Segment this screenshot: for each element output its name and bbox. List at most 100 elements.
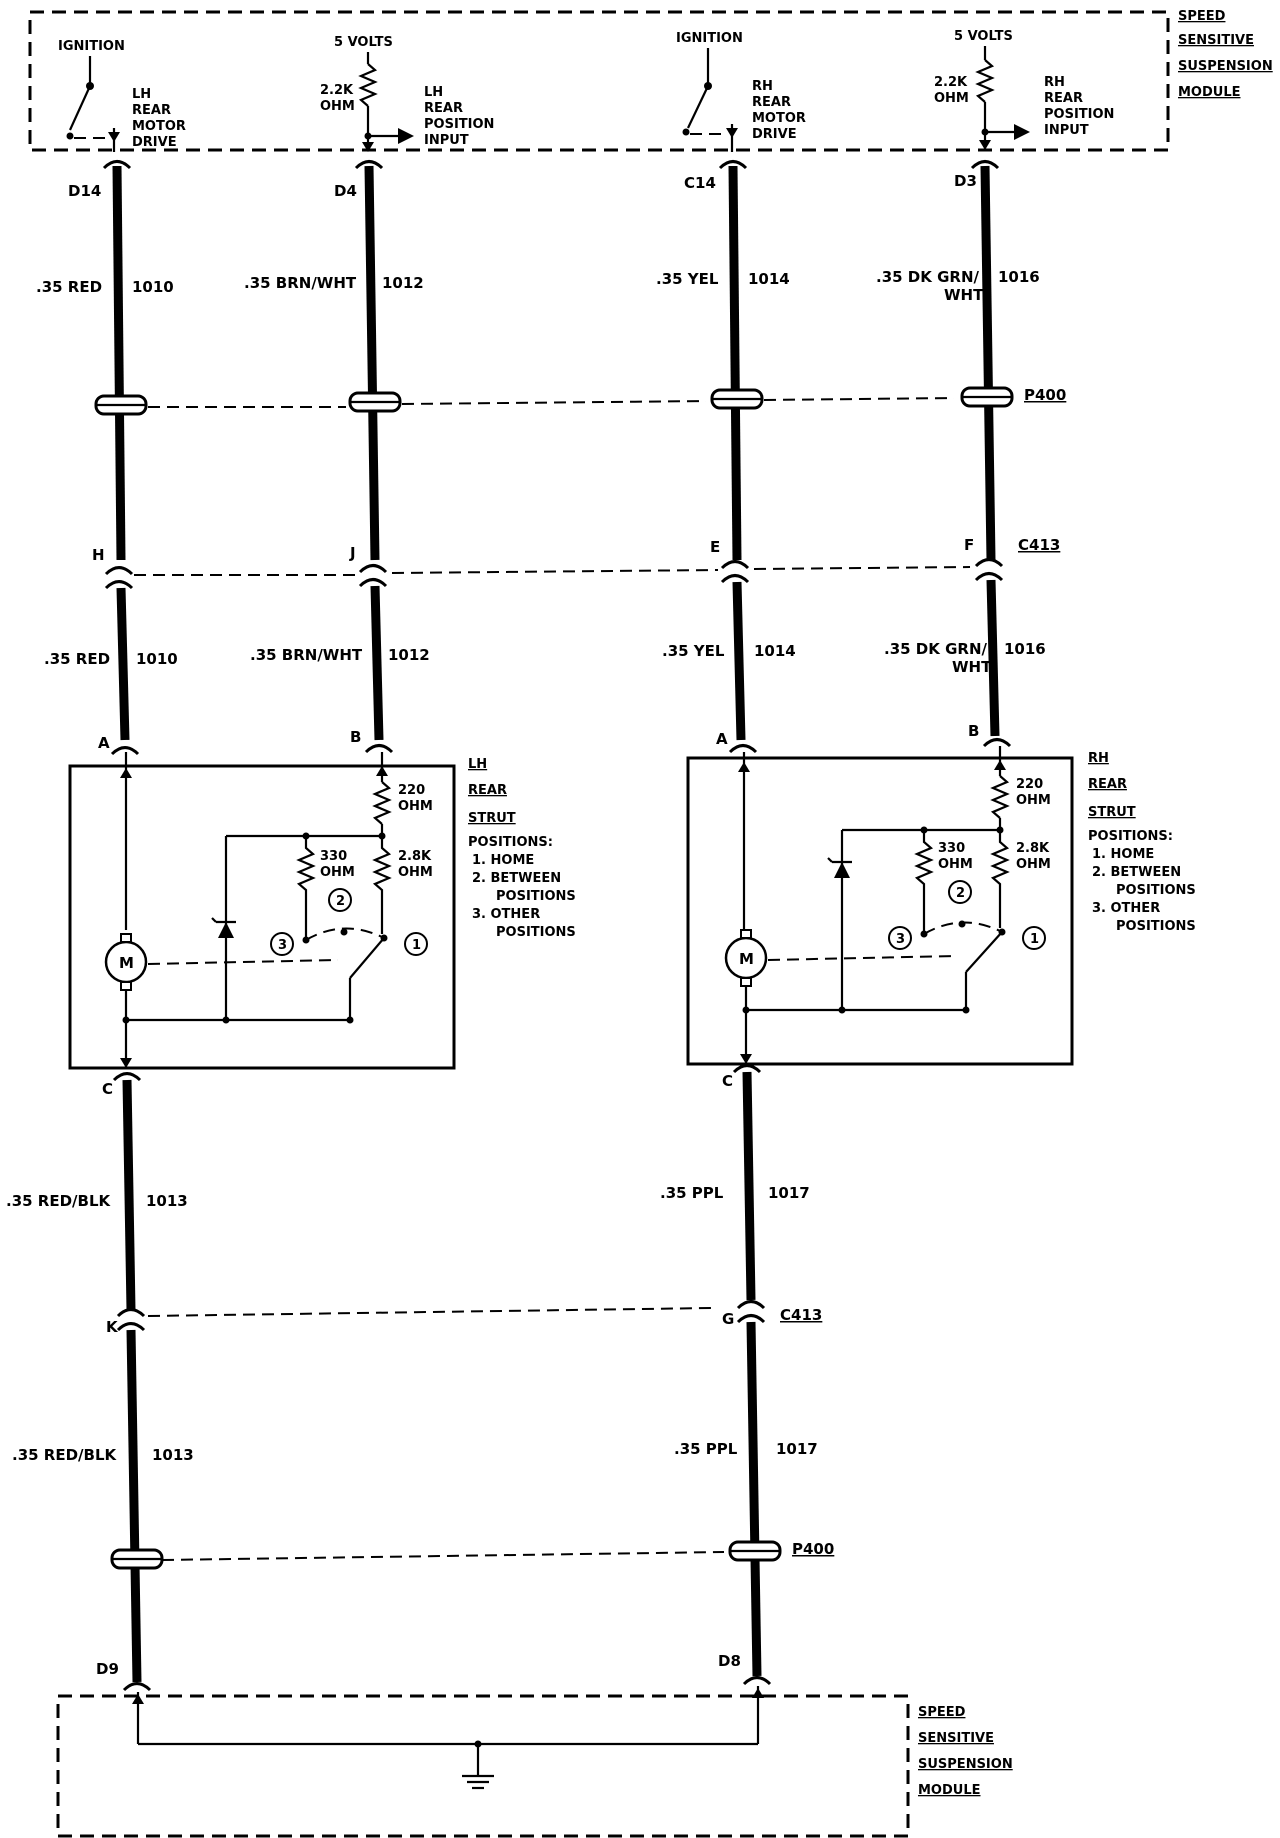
wire-1012-upper	[364, 165, 380, 561]
position-marker-1: 1	[404, 932, 428, 956]
lh-ignition-label: IGNITION	[58, 39, 125, 54]
svg-text:H: H	[92, 546, 105, 564]
rh-strut-title: RH REAR STRUT POSITIONS: 1. HOME 2. BETW…	[1088, 751, 1196, 934]
svg-text:D4: D4	[334, 182, 357, 200]
arrow-right-icon	[1014, 124, 1030, 140]
c413-top-label: C413	[1018, 536, 1060, 554]
wire-1010-lower	[116, 587, 130, 741]
wire-label-1013-upper: .35 RED/BLK 1013	[6, 1192, 188, 1210]
bottom-module-boundary	[56, 1694, 910, 1838]
arrow-right-icon	[398, 128, 414, 144]
resistor-icon	[296, 836, 316, 940]
svg-text:G: G	[722, 1310, 734, 1328]
wire-1014-upper	[728, 165, 742, 561]
zener-diode-icon	[211, 917, 236, 938]
svg-text:F: F	[964, 536, 974, 554]
svg-text:POSITIONS: POSITIONS	[1116, 919, 1196, 934]
c413-bottom-label: C413	[780, 1306, 822, 1324]
arrow-down-icon	[979, 140, 991, 150]
connector-c14: C14	[684, 160, 748, 192]
svg-text:.35 PPL: .35 PPL	[660, 1184, 724, 1202]
svg-text:POSITIONS:: POSITIONS:	[1088, 829, 1173, 844]
connector-p400-bottom: P400	[110, 1540, 834, 1570]
connector-p400-top: P400	[94, 386, 1066, 416]
lh-ignition-switch: IGNITION	[58, 39, 125, 152]
svg-text:A: A	[98, 734, 110, 752]
wire-1016-lower	[986, 579, 1000, 737]
svg-text:OHM: OHM	[320, 99, 355, 114]
bottom-module-internals	[132, 1686, 764, 1790]
wire-label-1012-lower: .35 BRN/WHT 1012	[250, 646, 430, 664]
svg-text:A: A	[716, 730, 728, 748]
svg-text:OHM: OHM	[320, 865, 355, 880]
svg-text:B: B	[350, 728, 361, 746]
svg-text:1010: 1010	[132, 278, 174, 296]
wire-1016-upper	[980, 165, 996, 561]
wire-1013-upper	[122, 1079, 136, 1311]
connector-d9: D9	[96, 1660, 152, 1692]
position-marker-3: 3	[270, 932, 294, 956]
svg-text:OHM: OHM	[398, 799, 433, 814]
svg-text:RH: RH	[1044, 75, 1065, 90]
svg-text:1013: 1013	[146, 1192, 188, 1210]
connector-d14: D14	[68, 160, 132, 200]
svg-text:1014: 1014	[754, 642, 796, 660]
svg-text:.35 PPL: .35 PPL	[674, 1440, 738, 1458]
resistor-icon	[372, 836, 392, 934]
bottom-module-title: SPEED SENSITIVE SUSPENSION MODULE	[918, 1705, 1013, 1798]
resistor-icon	[914, 830, 934, 934]
module-title-line: MODULE	[1178, 85, 1241, 100]
resistor-icon	[372, 781, 392, 825]
svg-text:OHM: OHM	[398, 865, 433, 880]
svg-text:3: 3	[896, 932, 905, 947]
wire-label-1016-upper: .35 DK GRN/ WHT 1016	[876, 268, 1040, 304]
lh-5volts-label: 5 VOLTS	[334, 35, 393, 50]
svg-text:2. BETWEEN: 2. BETWEEN	[472, 871, 561, 886]
rh-position-pullup: 5 VOLTS 2.2K OHM	[934, 29, 1030, 150]
svg-text:LH: LH	[468, 757, 487, 772]
svg-text:2. BETWEEN: 2. BETWEEN	[1092, 865, 1181, 880]
svg-text:RH: RH	[1088, 751, 1109, 766]
module-title-line: SUSPENSION	[1178, 59, 1273, 74]
zener-diode-icon	[827, 857, 852, 878]
svg-text:REAR: REAR	[468, 783, 507, 798]
module-title-line: SPEED	[1178, 9, 1226, 24]
svg-text:J: J	[349, 544, 356, 562]
svg-text:C14: C14	[684, 174, 716, 192]
svg-text:M: M	[119, 954, 134, 972]
svg-text:DRIVE: DRIVE	[752, 127, 797, 142]
position-marker-1: 1	[1022, 926, 1046, 950]
wire-label-1010-lower: .35 RED 1010	[44, 650, 178, 668]
svg-text:REAR: REAR	[1044, 91, 1083, 106]
svg-text:1. HOME: 1. HOME	[1092, 847, 1154, 862]
svg-text:SENSITIVE: SENSITIVE	[918, 1731, 994, 1746]
resistor-icon	[358, 63, 378, 107]
motor-icon: M	[104, 933, 148, 991]
svg-text:220: 220	[1016, 777, 1043, 792]
motor-icon: M	[724, 929, 768, 987]
rh-5volts-label: 5 VOLTS	[954, 29, 1013, 44]
wire-label-1013-lower: .35 RED/BLK 1013	[12, 1446, 194, 1464]
wire-1010-upper	[112, 165, 126, 561]
svg-text:.35 DK GRN/: .35 DK GRN/	[884, 640, 988, 658]
rh-rear-strut: A B M 220 OHM 330 OHM 2.8K OHM	[686, 722, 1074, 1090]
wire-label-1014-upper: .35 YEL 1014	[656, 270, 790, 288]
svg-text:B: B	[968, 722, 979, 740]
p400-top-label: P400	[1024, 386, 1066, 404]
svg-text:WHT: WHT	[944, 286, 984, 304]
svg-text:1. HOME: 1. HOME	[472, 853, 534, 868]
svg-text:D9: D9	[96, 1660, 119, 1678]
lh-strut-title: LH REAR STRUT POSITIONS: 1. HOME 2. BETW…	[468, 757, 576, 940]
svg-text:REAR: REAR	[1088, 777, 1127, 792]
connector-c413-bottom: K G C413	[106, 1300, 822, 1336]
svg-text:POSITION: POSITION	[1044, 107, 1114, 122]
svg-text:.35 YEL: .35 YEL	[656, 270, 719, 288]
svg-text:OHM: OHM	[1016, 793, 1051, 808]
svg-text:1: 1	[1030, 932, 1039, 947]
lh-position-pullup: 5 VOLTS 2.2K OHM	[320, 35, 414, 152]
svg-text:1012: 1012	[382, 274, 424, 292]
svg-text:1013: 1013	[152, 1446, 194, 1464]
svg-text:1016: 1016	[998, 268, 1040, 286]
svg-text:REAR: REAR	[132, 103, 171, 118]
